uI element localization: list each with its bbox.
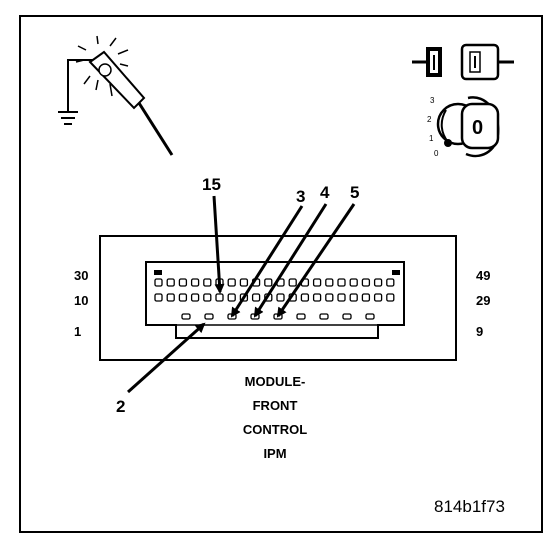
callout-arrow-3 — [230, 205, 304, 318]
connector-pin — [365, 313, 375, 320]
ignition-switch-icon: 3 2 1 0 0 — [427, 96, 500, 158]
module-caption-line-1: MODULE- — [245, 374, 306, 389]
connector-pin — [154, 278, 163, 287]
connector-disconnect-icon — [412, 43, 514, 81]
document-id: 814b1f73 — [434, 497, 505, 516]
connector-pin — [386, 278, 395, 287]
ignition-position-3: 3 — [430, 96, 435, 105]
connector-pin — [325, 278, 334, 287]
connector-pin — [190, 278, 200, 287]
ignition-position-0: 0 — [434, 149, 439, 158]
ignition-key-label: 0 — [472, 117, 483, 139]
callout-arrow-4 — [253, 203, 328, 318]
callout-5: 5 — [350, 183, 359, 202]
connector-pin — [251, 293, 261, 302]
module-caption-line-2: FRONT — [253, 398, 298, 413]
connector-pin — [178, 278, 188, 287]
connector-pin — [349, 293, 358, 302]
connector-pin — [349, 278, 358, 287]
connector-pin — [239, 278, 249, 287]
connector-pin — [386, 293, 395, 302]
callout-2: 2 — [116, 397, 125, 416]
callout-3: 3 — [296, 187, 305, 206]
connector-pin — [325, 293, 334, 302]
row-label-right-middle: 29 — [476, 293, 490, 308]
connector-pin — [300, 293, 310, 302]
row-label-left-top: 30 — [74, 268, 88, 283]
connector-pin — [204, 313, 214, 320]
connector-pin — [337, 293, 346, 302]
connector-pin — [166, 278, 175, 287]
connector-pin — [361, 293, 371, 302]
connector-pin — [312, 278, 322, 287]
module-caption-line-3: CONTROL — [243, 422, 307, 437]
connector-pin — [264, 278, 273, 287]
row-label-left-middle: 10 — [74, 293, 88, 308]
diagram-frame — [19, 15, 543, 533]
connector-pin — [154, 293, 163, 302]
callout-4: 4 — [320, 183, 330, 202]
connector-pin — [337, 278, 346, 287]
connector-body — [99, 235, 457, 361]
connector-pin — [178, 293, 188, 302]
callout-arrow-5 — [276, 203, 356, 318]
connector-pin — [342, 313, 352, 320]
callout-arrow-15 — [212, 195, 225, 294]
connector-pin — [227, 278, 236, 287]
ignition-position-1: 1 — [429, 134, 434, 143]
connector-pin — [276, 293, 285, 302]
connector-pin — [203, 293, 212, 302]
connector-pin — [181, 313, 191, 320]
connector-pin — [227, 293, 236, 302]
connector-pin — [190, 293, 200, 302]
connector-pin — [373, 278, 383, 287]
connector-pin — [296, 313, 306, 320]
connector-pin — [361, 278, 371, 287]
row-label-right-bottom: 9 — [476, 324, 483, 339]
connector-pin — [166, 293, 175, 302]
callout-15: 15 — [202, 175, 221, 194]
connector-pin — [203, 278, 212, 287]
connector-pin — [312, 293, 322, 302]
module-caption-line-4: IPM — [263, 446, 286, 461]
row-label-right-top: 49 — [476, 268, 490, 283]
connector-pin — [373, 293, 383, 302]
row-label-left-bottom: 1 — [74, 324, 81, 339]
test-light-ground-icon — [58, 35, 174, 156]
connector-pin — [319, 313, 329, 320]
connector-pin — [215, 293, 224, 302]
ignition-position-2: 2 — [427, 115, 432, 124]
connector-pin — [288, 278, 297, 287]
callout-arrow-2 — [126, 322, 206, 394]
